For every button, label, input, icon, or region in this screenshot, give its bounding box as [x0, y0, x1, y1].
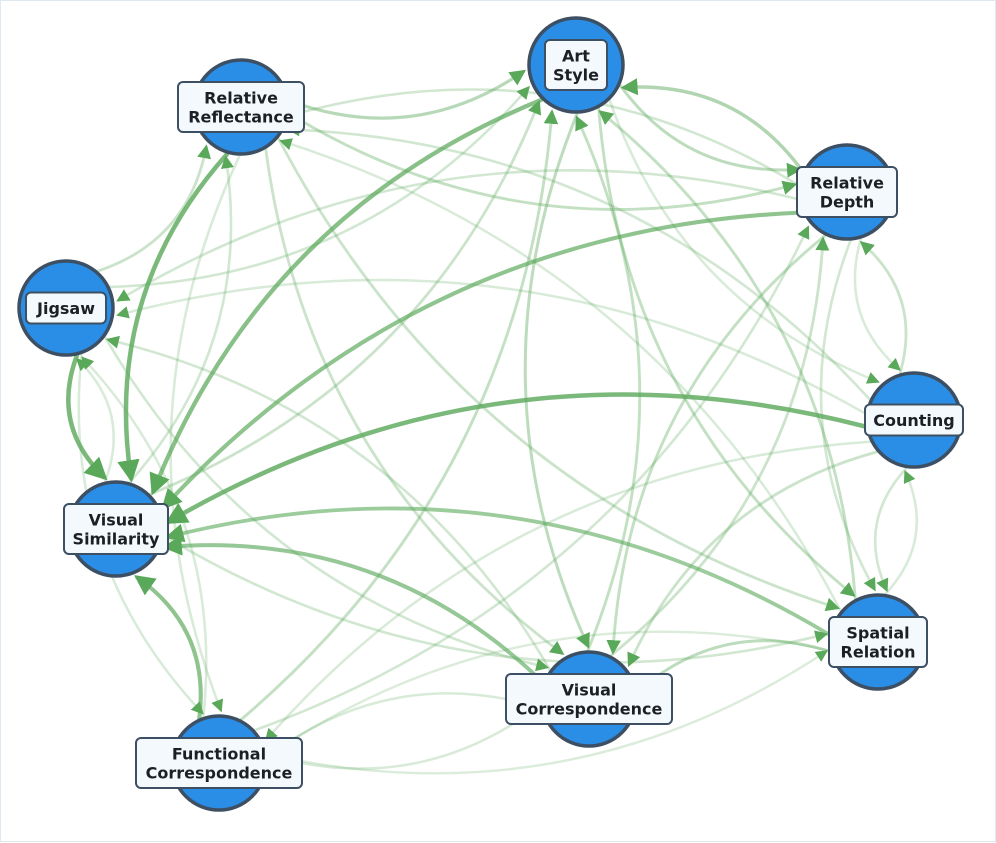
edge-art-style-to-relative-depth [618, 84, 802, 178]
node-label-box-functional-correspondence [135, 737, 303, 789]
node-label-visual-similarity-line-1: Visual [89, 511, 144, 530]
edge-visual-correspondence-to-jigsaw [105, 335, 552, 671]
node-label-art-style-line-1: Art [562, 47, 590, 66]
node-label-relative-depth-line-2: Depth [820, 193, 875, 212]
node-label-counting-line-1: Counting [873, 411, 955, 430]
edge-visual-similarity-to-relative-reflectance [128, 155, 234, 484]
edge-visual-similarity-to-jigsaw [75, 357, 115, 483]
node-label-box-visual-similarity [63, 503, 169, 555]
node-label-art-style-line-2: Style [553, 66, 599, 85]
edge-spatial-relation-to-functional-correspondence [269, 630, 831, 755]
edge-spatial-relation-to-relative-reflectance [279, 138, 842, 612]
edge-visual-similarity-to-art-style [149, 99, 542, 496]
edge-visual-correspondence-to-visual-similarity [161, 535, 545, 685]
node-label-relative-reflectance-line-1: Relative [204, 89, 278, 108]
node-label-jigsaw-line-1: Jigsaw [36, 299, 95, 318]
edge-jigsaw-to-visual-correspondence [103, 336, 550, 672]
edge-relative-depth-to-jigsaw [116, 169, 800, 302]
edge-relative-depth-to-counting [853, 237, 901, 371]
edge-relative-reflectance-to-visual-similarity [117, 151, 230, 483]
edge-relative-depth-to-art-style [620, 78, 805, 173]
node-counting[interactable]: Counting [864, 371, 964, 469]
edge-jigsaw-to-visual-similarity [66, 353, 108, 481]
edge-relative-depth-to-visual-similarity [161, 210, 805, 510]
edge-relative-depth-to-visual-correspondence [606, 234, 827, 655]
edge-functional-correspondence-to-visual-correspondence [266, 706, 539, 770]
edge-spatial-relation-to-art-style [598, 110, 857, 601]
edge-visual-correspondence-to-art-style [575, 115, 642, 652]
node-jigsaw[interactable]: Jigsaw [17, 259, 115, 357]
edge-art-style-to-spatial-relation [597, 106, 856, 597]
edge-relative-reflectance-to-functional-correspondence [169, 154, 241, 713]
edge-functional-correspondence-to-art-style [239, 109, 559, 721]
node-label-visual-similarity-line-2: Similarity [73, 530, 160, 549]
node-label-functional-correspondence-line-1: Functional [172, 745, 266, 764]
node-label-box-jigsaw [25, 291, 107, 325]
edge-spatial-relation-to-visual-similarity [164, 506, 832, 637]
edge-functional-correspondence-to-spatial-relation [266, 650, 828, 775]
node-label-box-relative-reflectance [177, 81, 305, 133]
edge-art-style-to-visual-correspondence [523, 112, 590, 649]
node-label-functional-correspondence-line-2: Correspondence [146, 764, 293, 783]
node-label-box-art-style [544, 39, 608, 91]
edge-jigsaw-to-relative-reflectance [96, 144, 211, 273]
node-label-visual-correspondence-line-1: Visual [562, 681, 617, 700]
edge-relative-reflectance-to-spatial-relation [277, 137, 841, 612]
node-label-spatial-relation-line-2: Relation [841, 643, 916, 662]
edge-counting-to-visual-correspondence [627, 450, 879, 668]
edge-counting-to-spatial-relation [873, 467, 908, 593]
edge-jigsaw-to-art-style [108, 85, 530, 289]
node-label-visual-correspondence-line-2: Correspondence [516, 700, 663, 719]
edge-layer [66, 69, 918, 775]
node-layer: ArtStyleRelativeReflectanceRelativeDepth… [17, 16, 964, 812]
edge-visual-correspondence-to-functional-correspondence [269, 692, 542, 756]
edge-counting-to-functional-correspondence [264, 440, 872, 742]
node-label-relative-depth-line-1: Relative [810, 174, 884, 193]
edge-spatial-relation-to-counting [884, 470, 918, 595]
edge-art-style-to-visual-similarity [149, 97, 544, 496]
node-label-box-counting [864, 403, 964, 437]
edge-visual-similarity-to-spatial-relation [163, 534, 829, 664]
edge-counting-to-jigsaw [116, 278, 867, 415]
edge-relative-reflectance-to-visual-correspondence [264, 147, 565, 655]
edge-counting-to-visual-similarity [164, 392, 868, 525]
edge-relative-reflectance-to-art-style [288, 69, 527, 120]
edge-counting-to-relative-depth [859, 240, 908, 375]
node-label-box-visual-correspondence [505, 673, 673, 725]
edge-relative-reflectance-to-relative-depth [288, 112, 798, 211]
edge-counting-to-relative-reflectance [286, 123, 871, 401]
edge-visual-correspondence-to-relative-depth [609, 236, 830, 657]
edge-art-style-to-counting [608, 99, 880, 384]
node-label-relative-reflectance-line-2: Reflectance [188, 108, 294, 127]
node-label-spatial-relation-line-1: Spatial [846, 624, 909, 643]
edge-functional-correspondence-to-visual-similarity [134, 575, 203, 721]
node-label-box-relative-depth [796, 166, 898, 218]
node-label-box-spatial-relation [828, 616, 928, 668]
edge-functional-correspondence-to-relative-depth [254, 225, 810, 732]
